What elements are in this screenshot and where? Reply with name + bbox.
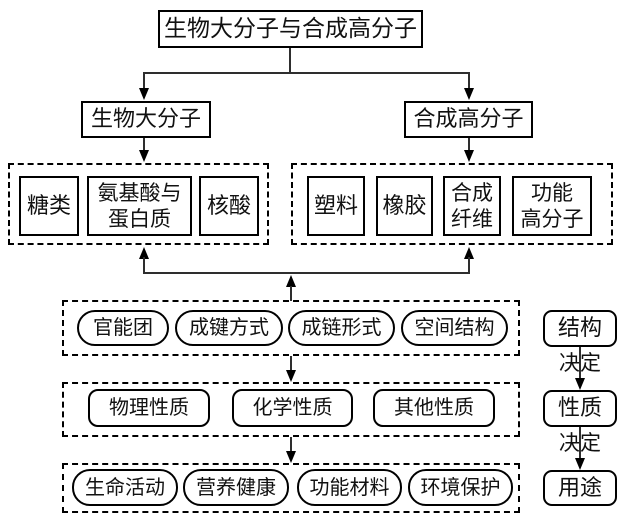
arrowhead-up-icon <box>464 247 474 259</box>
node-plastic: 塑料 <box>307 176 365 236</box>
group-structure-aspects <box>62 300 520 356</box>
connector-up-left <box>143 257 145 274</box>
node-chain-form: 成链形式 <box>288 310 395 346</box>
edge-label-determine: 决定 <box>559 351 601 375</box>
arrowhead-down-icon <box>575 458 585 470</box>
arrowhead-down-icon <box>139 88 149 100</box>
node-rubber: 橡胶 <box>376 176 433 236</box>
node-functional-material: 功能材料 <box>297 469 402 506</box>
node-bonding-mode: 成键方式 <box>175 310 283 346</box>
connector-property-determines <box>579 427 581 459</box>
connector-to-syn <box>468 73 470 90</box>
group-properties <box>62 382 520 437</box>
node-property: 性质 <box>543 390 617 427</box>
connector-root-split <box>143 72 470 74</box>
node-other-property: 其他性质 <box>373 389 495 427</box>
arrowhead-down-icon <box>464 150 474 162</box>
arrowhead-up-icon <box>139 247 149 259</box>
connector-property-to-usage <box>290 437 292 451</box>
group-synthetic-polymer-members <box>291 163 613 245</box>
connector-to-bio <box>143 73 145 90</box>
connector-converge-bar <box>143 272 470 274</box>
node-functional-group: 官能团 <box>77 310 169 346</box>
node-life-activity: 生命活动 <box>72 469 178 506</box>
arrowhead-down-icon <box>575 378 585 390</box>
node-chemical-property: 化学性质 <box>232 389 353 427</box>
node-physical-property: 物理性质 <box>88 389 210 427</box>
connector-structure-to-property <box>290 356 292 371</box>
node-structure: 结构 <box>543 310 617 347</box>
group-biomacromolecule-members <box>8 163 269 245</box>
arrowhead-down-icon <box>286 451 296 463</box>
connector-bio-to-group <box>143 138 145 152</box>
node-amino-acid-protein: 氨基酸与 蛋白质 <box>87 176 192 236</box>
arrowhead-down-icon <box>286 370 296 382</box>
connector-up-right <box>468 257 470 274</box>
node-synthetic-polymer: 合成高分子 <box>404 101 533 138</box>
node-spatial-structure: 空间结构 <box>401 310 508 346</box>
arrowhead-down-icon <box>139 150 149 162</box>
node-functional-polymer: 功能 高分子 <box>512 176 592 236</box>
edge-label-determine: 决定 <box>559 431 601 455</box>
node-usage: 用途 <box>543 470 617 506</box>
node-sugar: 糖类 <box>19 176 79 236</box>
connector-syn-to-group <box>468 138 470 152</box>
connector-structure-stem <box>290 286 292 301</box>
node-nucleic-acid: 核酸 <box>199 176 259 236</box>
node-biomacromolecule: 生物大分子 <box>81 101 211 138</box>
node-environment-protection: 环境保护 <box>408 469 513 506</box>
group-usages <box>62 463 520 513</box>
node-synthetic-fiber: 合成 纤维 <box>443 176 501 236</box>
connector-root-stem <box>289 48 291 73</box>
connector-structure-determines <box>579 347 581 379</box>
arrowhead-down-icon <box>464 88 474 100</box>
node-nutrition-health: 营养健康 <box>183 469 289 506</box>
node-root-bio-and-synthetic-macromolecules: 生物大分子与合成高分子 <box>158 10 423 48</box>
arrowhead-up-icon <box>286 275 296 287</box>
